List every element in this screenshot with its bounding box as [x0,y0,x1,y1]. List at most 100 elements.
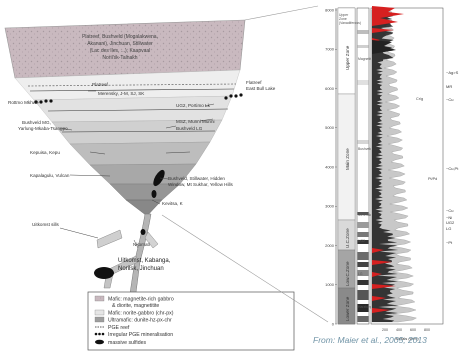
x-tick-label: 400 [396,328,402,332]
depth-tick-label: 8000 [325,7,335,12]
massive-sulfide-pod-2 [94,267,114,279]
small-label-vanad: (Vanadiferous) [339,21,361,25]
lower-zone-band [89,163,197,185]
plot-label-ptpd: Pt/Pd [428,177,437,181]
legend-label-6: Irregular PGE mineralisation [108,332,173,338]
layer-band [357,252,369,260]
x-tick-label: 800 [424,328,430,332]
connector-bottom [161,214,329,323]
layer-band [357,45,369,48]
legend: Mafic: magnetite-rich gabbro & diorite, … [87,291,295,351]
small-label-upper: Upper [339,13,349,17]
right-label: ~Ag>S [446,70,459,75]
profile-red-spike [372,284,396,289]
layer-band [357,304,369,312]
label-norilsk: Norilsk, Jinchuan [118,266,164,272]
sill-branch [96,229,123,249]
right-label: LG [446,226,451,231]
profile-red-spike [372,308,390,313]
feeder-conduit [128,213,152,301]
layering-bands [357,30,369,322]
profile-red-spike [372,28,394,33]
zone-label-ucz: U.C.Zone [345,228,350,248]
profile-envelope [371,9,417,323]
lower-zone-fill [337,287,356,325]
label-ug2: UG2, Portimo Lk [176,103,211,108]
layer-band [357,270,369,276]
profile-black-top [372,40,396,54]
legend-swatch-dots [94,332,105,336]
label-bushveld-stillwater: Bushveld, Stillwater, Hidden [168,176,225,181]
small-label-zone: Zone [339,17,347,21]
profile-red-spike [372,248,384,253]
layer-band [357,212,369,215]
layer-band [357,290,369,300]
small-label-magnetite: Magnetite [358,57,373,61]
massive-sulfide-pod-4 [151,190,157,198]
label-bushveld-mg: Bushveld MG, [22,120,51,125]
depth-tick-label: 2000 [325,243,335,248]
depth-tick-label: 0 [332,321,335,326]
right-label: UG2 [446,220,455,225]
profile-red-spike [372,296,386,301]
label-uitkomst-sills: Uitkomst sills [32,222,60,227]
zone-label-upper: Upper Zone [345,45,350,70]
layer-band [357,316,369,322]
x-axis-label: Metals (wt%) [395,336,419,341]
top-layer-text-4: Noril'sk-Talnakh [102,55,137,61]
profile-red-spike [372,272,382,277]
x-tick-label: 200 [382,328,388,332]
label-msz: MSZ, Munni Munni [176,119,215,124]
label-platreef: Platreef [92,82,109,87]
label-kapalagulu: Kapalagulu, Vulcan [30,173,70,178]
label-yarlung: Yarlung-Mkaba-Tsangpo [18,126,68,131]
merensky-reef-line [29,88,235,92]
legend-label-3: Mafic: norite-gabbro (chr-px) [108,311,174,317]
massive-sulfide-pod-3 [140,229,146,235]
x-tick-label: 600 [410,328,416,332]
zone-label-main: Main Zone [345,148,350,170]
label-nkomati: Nkomati [133,242,150,247]
zone-label-lcz: Low.C.Zone [345,261,350,286]
depth-tick-label: 5000 [325,125,335,130]
label-flatreef: Flatreef [246,80,262,85]
right-branch [144,231,159,249]
legend-frame [87,291,295,351]
small-label-harzburgite: Harzburgite [358,305,376,309]
x-axis-ticks: 200 400 600 800 [382,328,430,332]
layer-band [357,140,369,144]
profile-red-spike [372,260,392,265]
depth-tick-label: 1000 [325,282,335,287]
depth-tick-label: 3000 [325,204,335,209]
layering-column [356,7,370,325]
layer-band [357,222,369,228]
top-layer-text-1: Platreef, Bushveld (Mogalakwena, [82,34,158,40]
legend-label-4: Ultramafic: dunite-hz-px-chr [108,318,172,324]
layer-band [357,232,369,237]
right-label: ~Cu,Pt [446,166,459,171]
top-layer-text-2: Akanani), Jinchuan, Stillwater [87,41,153,47]
legend-label-2: & diorite, magnetitite [112,303,159,309]
legend-swatch-dark [94,316,105,323]
layer-band [357,262,369,267]
right-label: ~Cu [446,97,453,102]
legend-swatch-mafic [94,309,105,316]
zone-label-lower: Lower Zone [345,296,350,321]
platreef-line [27,83,237,87]
label-windows: Window, Mt Sukhar, Yellow Hills [168,182,234,187]
small-label-merensky: Merensky [358,213,373,217]
label-uitkomst-main: Uitkomst, Kabanga, [118,258,171,264]
label-bushveld-lg: Bushveld LG [176,126,203,131]
small-label-bushveld: Bushveld [358,147,372,151]
msz-line [61,130,216,133]
lower-critical-band [69,141,211,166]
right-label: MR [446,84,452,89]
label-portfolio: Kepuisa, Kepu [30,150,60,155]
label-kevitsa: Kevitsa, K [162,201,184,206]
profile-traces [371,6,417,323]
plot-label-cr: Cr/g [416,97,423,101]
